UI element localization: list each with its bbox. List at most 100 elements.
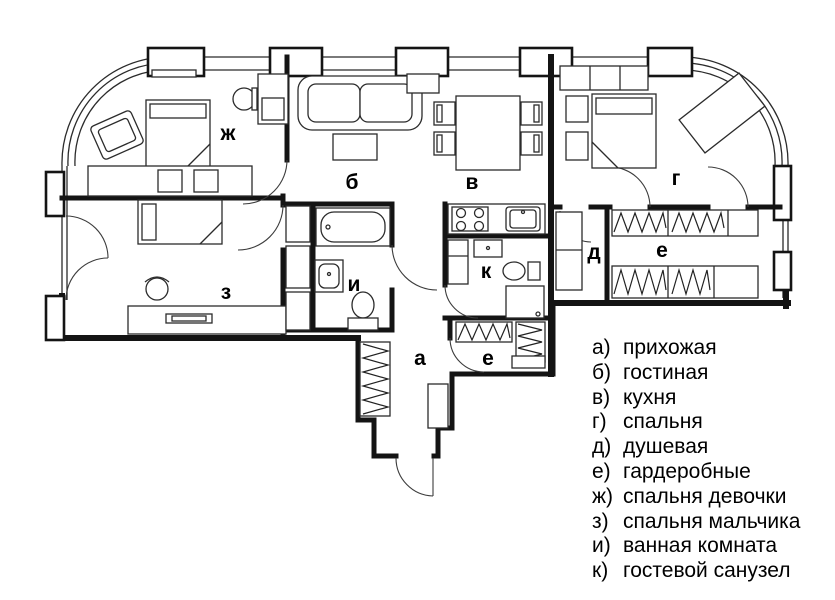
legend-key: ж) xyxy=(592,484,614,508)
legend-name: прихожая xyxy=(623,336,717,359)
desk-chair xyxy=(232,87,258,111)
legend-key: и) xyxy=(592,534,611,558)
sofa xyxy=(297,75,423,131)
wardrobe-right-furniture xyxy=(611,209,759,299)
guest-wc-door xyxy=(444,284,479,319)
legend-key: з) xyxy=(592,509,609,533)
hanging-rail-top xyxy=(455,321,513,343)
label-wardrobe-right: е xyxy=(656,239,668,262)
label-wc: к xyxy=(481,260,492,283)
label-wardrobe-lower: е xyxy=(482,347,494,370)
label-boy: з xyxy=(221,281,231,304)
label-girl: ж xyxy=(220,122,237,145)
label-hallway: а xyxy=(414,347,426,370)
toilet xyxy=(502,261,541,281)
legend-key: е) xyxy=(592,459,611,483)
shower-room-furniture xyxy=(555,211,583,291)
label-shower: д xyxy=(587,241,600,264)
storage-cabinets xyxy=(285,205,311,331)
bed xyxy=(591,93,657,169)
living-room-furniture xyxy=(297,73,440,161)
kitchen-furniture xyxy=(433,95,546,235)
boy-bedroom-furniture xyxy=(127,199,287,335)
laptop xyxy=(165,313,213,324)
legend-item: г) спальня xyxy=(592,410,800,435)
label-kitchen: в xyxy=(466,171,479,194)
bedroom-door xyxy=(609,166,651,208)
legend-item: з) спальня мальчика xyxy=(592,510,800,535)
cabinet xyxy=(447,239,469,285)
bed xyxy=(137,199,223,245)
guest-wc-furniture xyxy=(447,239,545,319)
legend-item: ж) спальня девочки xyxy=(592,485,800,510)
legend-key: б) xyxy=(592,360,612,384)
washbasin xyxy=(473,239,503,258)
balcony-door-lower xyxy=(65,257,109,301)
desk xyxy=(127,305,287,335)
label-bath: и xyxy=(348,273,361,296)
toilet xyxy=(347,291,379,331)
legend-item: в) кухня xyxy=(592,386,800,411)
coffee-table xyxy=(332,133,378,161)
room-labels: а б в г д е е ж з и к xyxy=(220,122,681,370)
label-bedroom: г xyxy=(672,167,681,190)
legend-name: спальня девочки xyxy=(623,484,787,508)
stove xyxy=(451,206,489,232)
legend-name: гостевой санузел xyxy=(623,559,791,583)
balcony-door-upper xyxy=(65,215,109,259)
hall-cabinet xyxy=(427,383,449,429)
wardrobe-right-door xyxy=(707,166,749,208)
hanging-rail-bottom xyxy=(611,265,759,299)
legend-name: гардеробные xyxy=(623,459,751,483)
legend-key: к) xyxy=(592,559,609,583)
dining-chairs xyxy=(433,101,543,156)
dining-table xyxy=(455,95,521,171)
kitchen-sink xyxy=(505,206,541,232)
dresser xyxy=(87,165,253,197)
legend-name: душевая xyxy=(623,435,709,459)
shelf xyxy=(511,355,546,369)
chair xyxy=(144,276,170,301)
legend-item: и) ванная комната xyxy=(592,534,800,559)
wardrobe-lower-furniture xyxy=(455,321,546,369)
girl-bedroom-door xyxy=(242,159,288,205)
bed xyxy=(145,99,211,169)
armchair xyxy=(90,110,144,160)
console-table xyxy=(406,73,440,94)
shower-stall xyxy=(555,211,583,291)
legend-item: а) прихожая xyxy=(592,336,800,361)
hanging-rail-right xyxy=(515,321,546,363)
legend-key: а) xyxy=(592,336,611,359)
boy-bedroom-door xyxy=(237,204,284,251)
entrance-door xyxy=(395,457,434,497)
legend-item: д) душевая xyxy=(592,435,800,460)
label-living: б xyxy=(346,171,359,194)
bathroom-furniture xyxy=(285,205,391,331)
hanging-rail-top xyxy=(611,209,759,237)
hallway-furniture xyxy=(359,341,449,429)
legend-name: ванная комната xyxy=(623,534,778,558)
legend-name: спальня xyxy=(623,410,703,434)
wardrobe-lower-door xyxy=(449,337,485,373)
shower-cabin xyxy=(505,285,545,319)
curtain-box xyxy=(151,69,197,78)
legend-item: к) гостевой санузел xyxy=(592,559,800,584)
legend-name: спальня мальчика xyxy=(623,509,801,533)
girl-bedroom-furniture xyxy=(87,69,289,197)
bedroom-furniture xyxy=(559,65,766,169)
bathroom-door xyxy=(391,244,438,291)
legend-name: гостиная xyxy=(623,360,709,384)
nightstand xyxy=(565,95,589,123)
legend-key: д) xyxy=(592,435,612,459)
legend-name: кухня xyxy=(623,385,677,409)
legend-key: г) xyxy=(592,410,607,434)
washbasin xyxy=(314,259,344,293)
legend-item: б) гостиная xyxy=(592,361,800,386)
chaise xyxy=(678,72,766,154)
kitchen-counter xyxy=(447,203,546,235)
legend-item: е) гардеробные xyxy=(592,460,800,485)
legend-key: в) xyxy=(592,385,611,409)
nightstand xyxy=(565,131,589,161)
